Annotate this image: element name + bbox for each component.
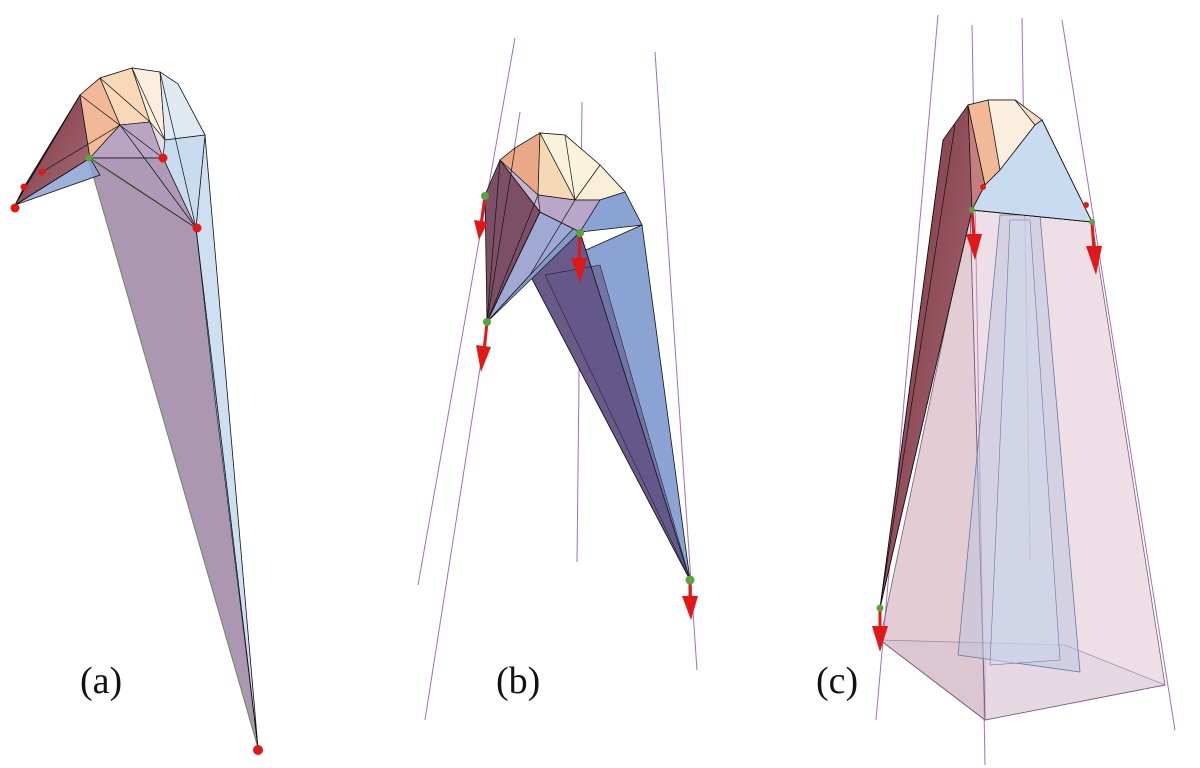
vertex-marker	[685, 575, 695, 585]
force-arrow	[476, 321, 491, 372]
vertex-marker	[576, 229, 584, 237]
vertex-marker	[1083, 202, 1089, 208]
panel-a-shape	[14, 67, 259, 749]
force-arrow	[966, 209, 982, 260]
force-arrow	[872, 608, 888, 652]
vertex-marker	[85, 154, 93, 162]
vertex-marker	[483, 318, 491, 326]
force-arrow	[682, 580, 698, 620]
vertex-marker	[253, 745, 263, 755]
vertex-marker	[876, 604, 884, 612]
panel-c-markers	[876, 184, 1095, 612]
force-arrow	[571, 233, 587, 283]
vertex-marker	[158, 153, 168, 163]
panel-label-a: (a)	[80, 660, 122, 702]
panel-label-c: (c)	[816, 660, 858, 702]
panel-c-arrows	[872, 209, 1102, 652]
vertex-marker	[1089, 219, 1095, 225]
panel-b-arrows	[474, 195, 698, 620]
vertex-marker	[481, 192, 489, 200]
force-arrow	[1086, 221, 1102, 275]
panel-b-shape	[484, 131, 691, 581]
vertex-marker	[38, 168, 46, 176]
vertex-marker	[980, 184, 986, 190]
vertex-marker	[10, 203, 20, 213]
vertex-marker	[20, 183, 28, 191]
force-arrow	[474, 195, 488, 240]
panel-b-guide-lines	[417, 37, 698, 721]
vertex-marker	[969, 207, 975, 213]
panel-label-b: (b)	[496, 660, 540, 702]
panel-a-markers	[10, 153, 263, 755]
panel-b-markers	[481, 192, 695, 585]
panel-c-shape	[878, 99, 1167, 721]
vertex-marker	[192, 223, 202, 233]
